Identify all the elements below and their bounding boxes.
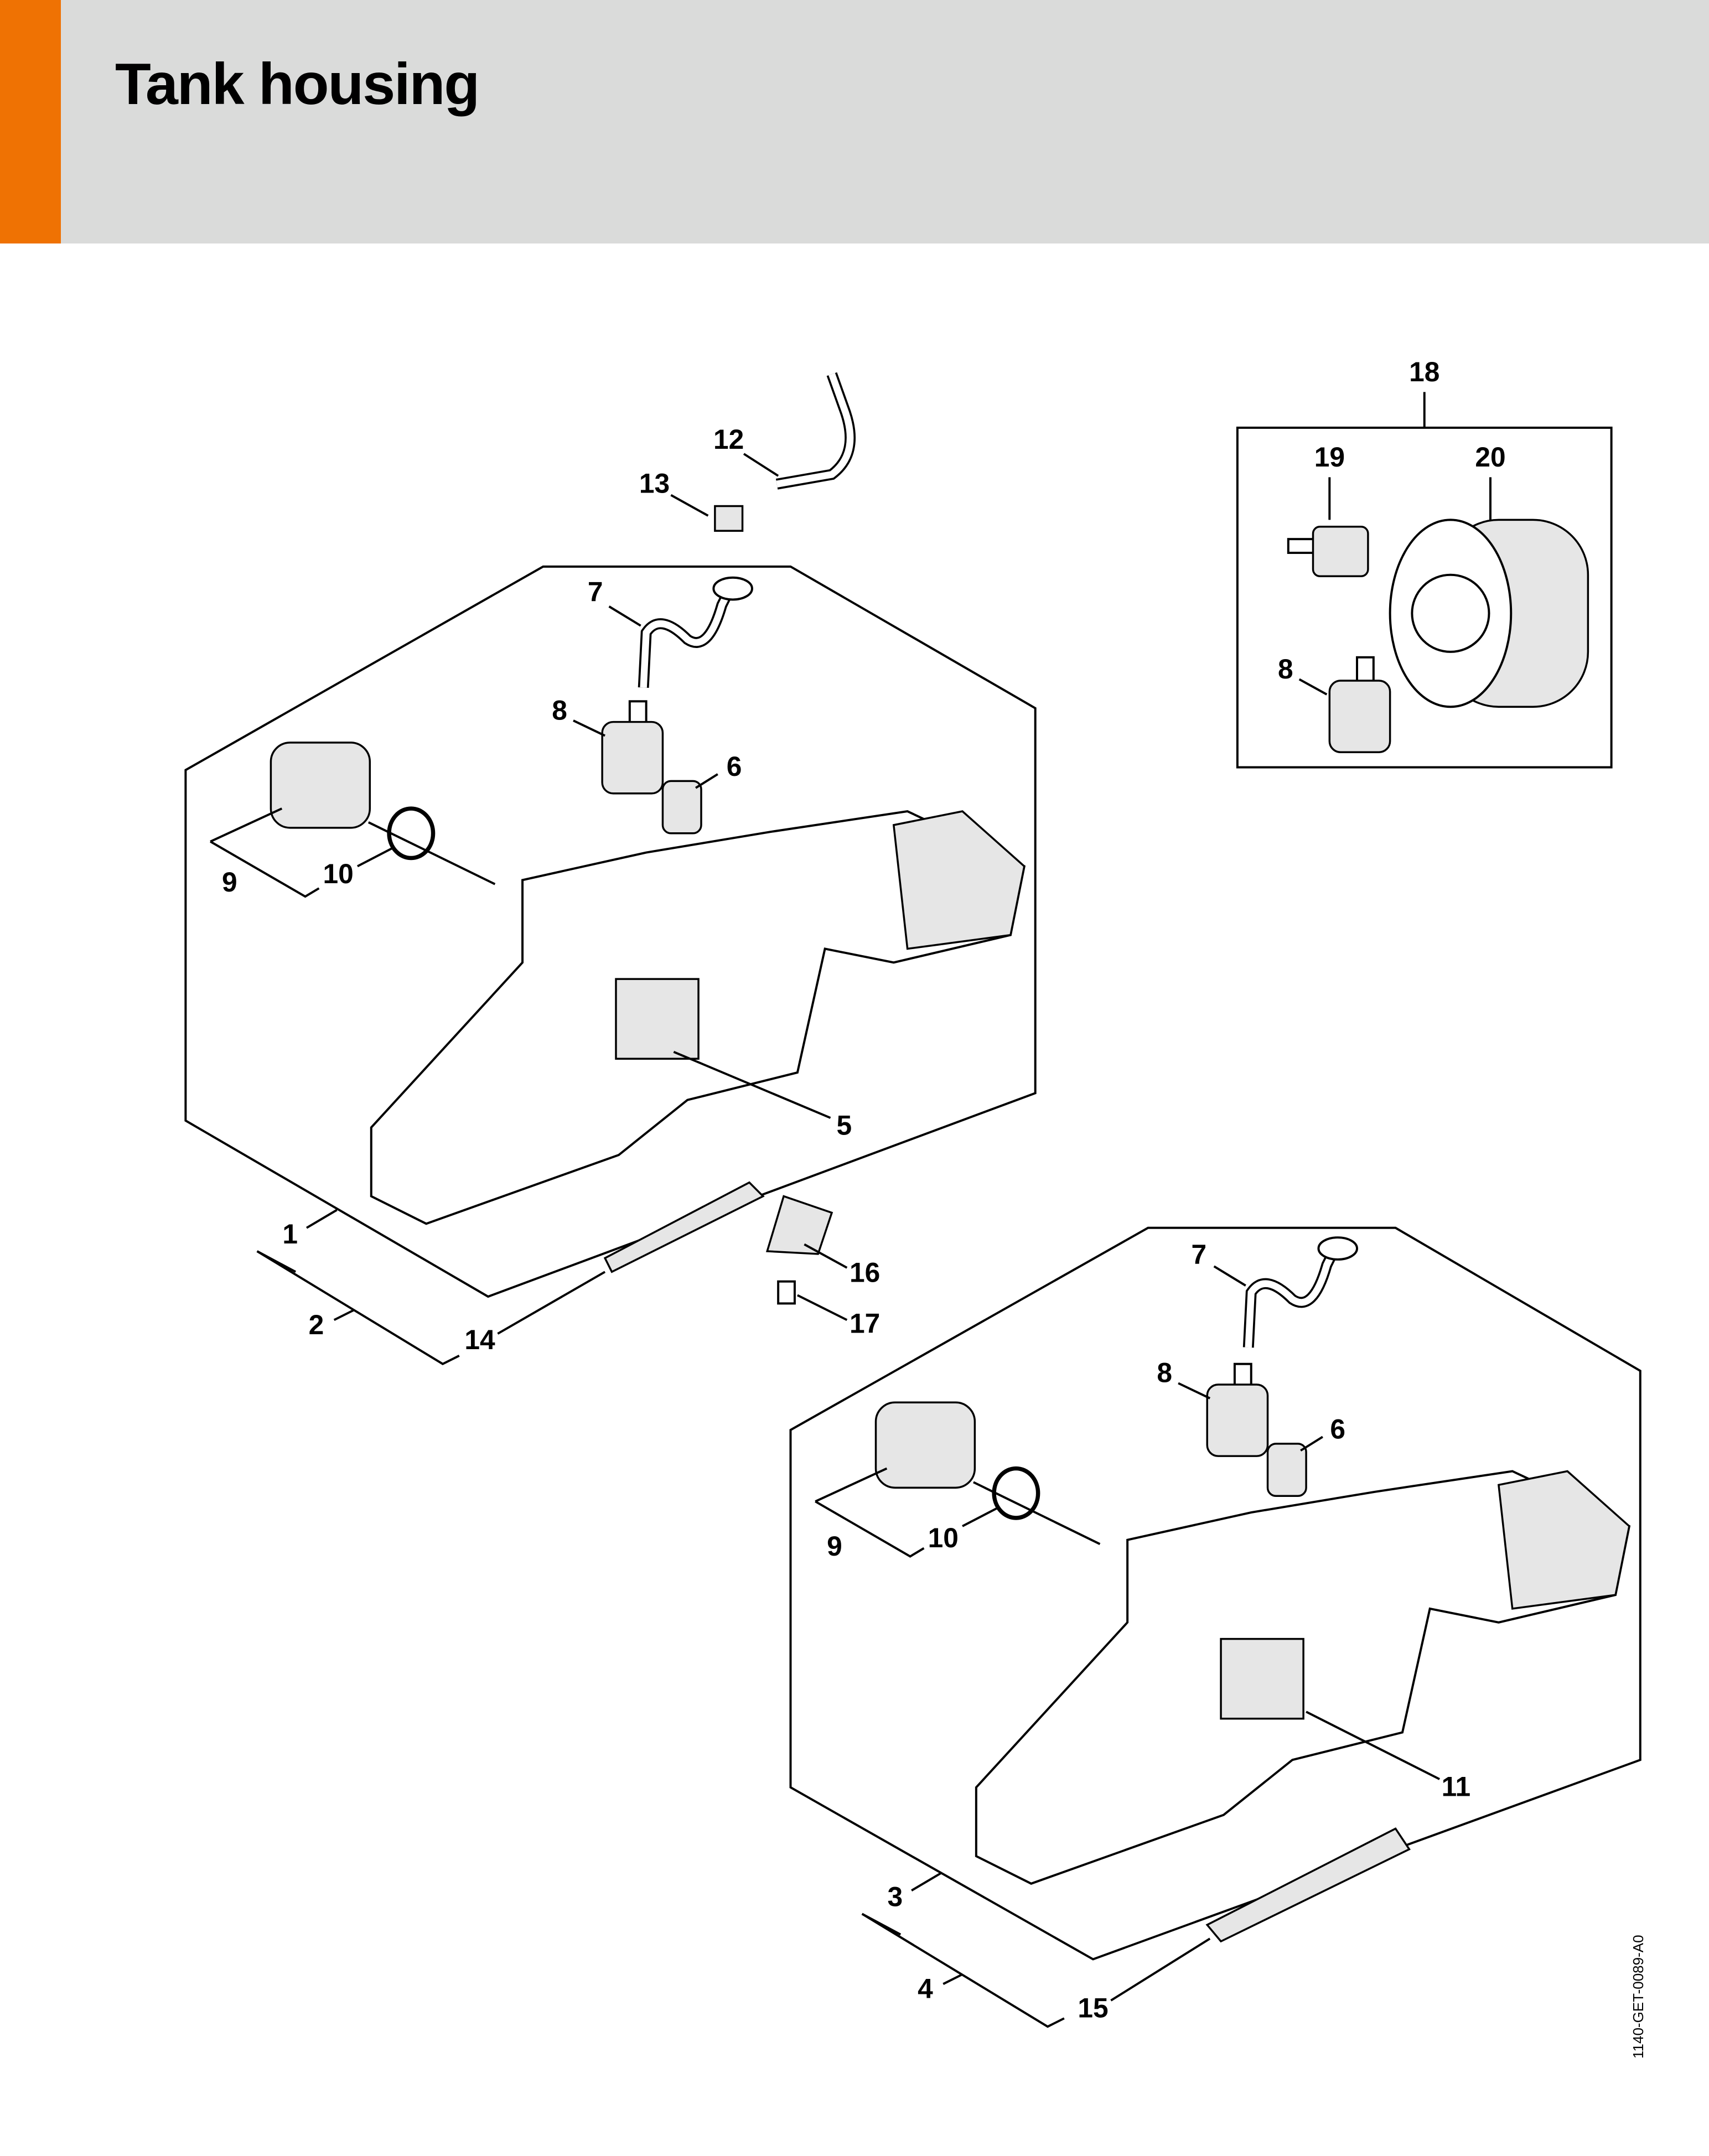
callout-3[interactable]: 3 [887, 1881, 903, 1912]
warning-label [615, 978, 700, 1060]
callout-10[interactable]: 10 [323, 858, 354, 889]
callout-8[interactable]: 8 [1278, 654, 1293, 685]
fuel-filter-part [1328, 656, 1391, 753]
callout-5[interactable]: 5 [837, 1110, 852, 1141]
callout-12[interactable]: 12 [713, 424, 744, 455]
valve-part [1287, 526, 1369, 577]
callout-7[interactable]: 7 [1191, 1239, 1206, 1270]
upper-assembly: 12 13 7 8 6 9 10 5 1 2 14 16 17 [184, 372, 1037, 1366]
callout-9[interactable]: 9 [222, 867, 237, 898]
drawing-code: 1140-GET-0089-A0 [1630, 1935, 1646, 2059]
callout-20[interactable]: 20 [1475, 442, 1505, 473]
callout-14[interactable]: 14 [464, 1324, 495, 1355]
callout-19[interactable]: 19 [1314, 442, 1345, 473]
air-filter-part [1389, 519, 1589, 708]
callout-16[interactable]: 16 [850, 1257, 880, 1288]
callout-1[interactable]: 1 [282, 1219, 298, 1250]
callout-11[interactable]: 11 [1442, 1771, 1471, 1802]
callout-4[interactable]: 4 [918, 1973, 933, 2004]
warning-label [1220, 1637, 1304, 1720]
callout-2[interactable]: 2 [309, 1309, 324, 1340]
callout-8[interactable]: 8 [1157, 1357, 1172, 1388]
page-title: Tank housing [115, 51, 480, 117]
callout-10[interactable]: 10 [928, 1522, 959, 1553]
callout-15[interactable]: 15 [1078, 1992, 1108, 2023]
callout-8[interactable]: 8 [552, 695, 567, 725]
header-bar [0, 0, 1709, 243]
lower-assembly: 7 8 6 9 10 11 3 4 15 [789, 1226, 1641, 2028]
callout-17[interactable]: 17 [850, 1308, 880, 1339]
kit-box: 18 19 20 8 [1236, 356, 1613, 769]
callout-6[interactable]: 6 [1330, 1414, 1345, 1445]
callout-7[interactable]: 7 [588, 577, 603, 608]
callout-13[interactable]: 13 [639, 468, 670, 499]
callout-9[interactable]: 9 [827, 1531, 842, 1562]
callout-6[interactable]: 6 [727, 751, 742, 782]
callout-18[interactable]: 18 [1409, 356, 1439, 387]
accent-stripe [0, 0, 61, 243]
